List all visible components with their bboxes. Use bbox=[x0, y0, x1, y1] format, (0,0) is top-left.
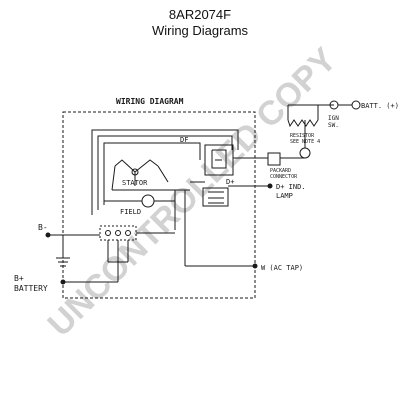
regulator-inner bbox=[211, 149, 227, 169]
regulator-box bbox=[204, 144, 234, 176]
w-tap-label: W (AC TAP) bbox=[261, 264, 303, 272]
packard-connector bbox=[267, 152, 281, 166]
d-plus-internal-label: D+ bbox=[226, 178, 234, 186]
field-label: FIELD bbox=[120, 208, 141, 216]
part-number-title: 8AR2074F bbox=[168, 7, 232, 22]
ind-lamp-ext bbox=[299, 147, 311, 159]
battery-label: BATTERY bbox=[14, 284, 48, 293]
diagram-subtitle: Wiring Diagrams bbox=[151, 23, 249, 38]
batt-label: BATT. (+) bbox=[361, 102, 399, 110]
d-plus-ind-label: D+ IND. bbox=[276, 183, 306, 191]
batt-terminal bbox=[351, 100, 361, 110]
alternator-enclosure bbox=[62, 111, 256, 299]
resistor-label: RESISTOR bbox=[290, 133, 315, 139]
diagram-heading: WIRING DIAGRAM bbox=[116, 97, 184, 106]
stator-label: STATOR bbox=[122, 179, 148, 187]
resistor-note-label: SEE NOTE 4 bbox=[290, 139, 320, 145]
field-loop-mid bbox=[97, 135, 233, 210]
stator-winding-2 bbox=[134, 159, 159, 173]
sw-label: SW. bbox=[328, 122, 339, 129]
diode-bridge-right bbox=[202, 187, 229, 207]
w-terminal bbox=[252, 263, 258, 269]
b-plus-terminal bbox=[60, 279, 66, 285]
d-plus-terminal bbox=[267, 183, 273, 189]
packard-label: PACKARD bbox=[270, 168, 291, 174]
field-loop-inner bbox=[103, 142, 201, 205]
b-minus-label: B- bbox=[38, 223, 48, 232]
b-minus-terminal bbox=[45, 232, 51, 238]
lamp-label: LAMP bbox=[276, 192, 293, 200]
df-label: DF bbox=[180, 136, 188, 144]
field-coil bbox=[141, 194, 155, 208]
resistor bbox=[287, 119, 319, 128]
field-loop-outer bbox=[91, 129, 239, 215]
b-plus-label: B+ bbox=[14, 274, 24, 283]
ign-label: IGN bbox=[328, 115, 339, 122]
stator-winding-1 bbox=[114, 159, 136, 173]
connector-label: CONNECTOR bbox=[270, 174, 298, 180]
